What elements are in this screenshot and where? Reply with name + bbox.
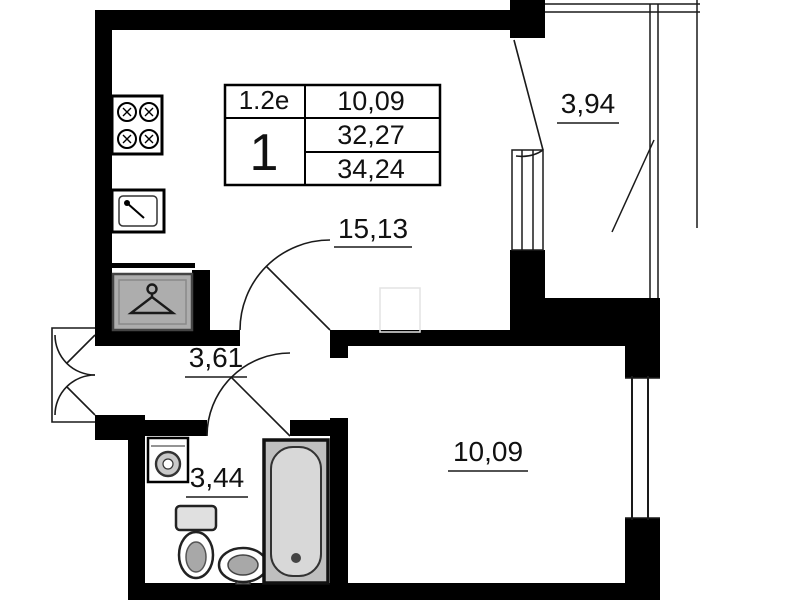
- bathtub-icon: [262, 438, 330, 585]
- entrance-door-leaf: [66, 334, 96, 364]
- hanger-glyph: [127, 283, 177, 315]
- wall-wardrobe-top: [95, 263, 195, 268]
- wall-bathroom-left: [128, 418, 145, 583]
- wall-bedroom-upper: [330, 330, 348, 358]
- wall-bottom: [128, 583, 660, 600]
- balcony-window-frame: [511, 149, 544, 251]
- bathroom-area-label: 3,44: [190, 462, 245, 493]
- flat-type-label: 1.2е: [239, 85, 290, 115]
- wardrobe-frame: [118, 279, 187, 325]
- stove-icon: [110, 94, 164, 156]
- balcony-area-label: 3,94: [561, 88, 616, 119]
- wall-left: [95, 10, 112, 335]
- balcony-door-leaf: [513, 39, 544, 151]
- sink-basin: [118, 195, 158, 227]
- wall-mid-left: [95, 330, 240, 346]
- rooms-count-value: 1: [250, 124, 279, 182]
- wardrobe-body: [111, 272, 194, 332]
- windows: [511, 0, 700, 520]
- room-area-value: 10,09: [337, 86, 405, 116]
- balcony-door-swing: [515, 149, 544, 158]
- washer-door-glass: [162, 458, 174, 470]
- entrance-door-leaf: [66, 386, 96, 416]
- entrance-frame: [51, 327, 95, 423]
- living-kitchen-area-label: 15,13: [338, 213, 408, 244]
- basin-bowl-inner: [227, 554, 259, 576]
- bathroom-door-leaf: [230, 376, 291, 437]
- wardrobe-hanger-icon: [111, 272, 194, 332]
- balcony-casement-swing: [611, 139, 655, 233]
- washbasin-icon: [217, 546, 269, 585]
- wall-mid-right: [330, 330, 520, 346]
- wall-entrance-stub: [95, 415, 145, 440]
- total-area-with-balcony-value: 34,24: [337, 154, 405, 184]
- wall-balcony-jamb-top: [510, 0, 545, 38]
- wall-right-upper: [625, 298, 660, 378]
- title-block-border: [223, 83, 442, 187]
- bedroom-area-label: 10,09: [453, 436, 523, 467]
- toilet-icon: [174, 504, 218, 580]
- toilet-tank: [174, 504, 218, 532]
- wall-top: [95, 10, 520, 30]
- sink-tap-arm: [126, 202, 145, 219]
- title-block: 1.2е 10,09 1 32,27 34,24: [223, 83, 442, 187]
- hallway-area-label: 3,61: [189, 342, 244, 373]
- wall-hall-bath-left: [145, 420, 207, 436]
- living-room-door-leaf: [265, 265, 331, 331]
- total-area-value: 32,27: [337, 120, 405, 150]
- watermark: [379, 287, 421, 333]
- wall-bedroom-lower: [330, 418, 348, 583]
- stove-burners: [117, 102, 159, 149]
- kitchen-sink-icon: [110, 188, 166, 234]
- room-area-labels: 15,13 3,94 3,61 3,44 10,09: [185, 88, 619, 498]
- entrance-door-swing: [54, 334, 96, 376]
- entrance-door-swing: [54, 374, 96, 416]
- washing-machine-icon: [146, 436, 190, 484]
- bathtub-drain: [291, 553, 301, 563]
- walls: [95, 0, 660, 600]
- toilet-bowl-inner: [185, 541, 207, 573]
- wall-wardrobe-stub: [192, 270, 210, 332]
- wall-under-balcony: [545, 298, 625, 346]
- bathtub-inner: [270, 446, 322, 577]
- bedroom-window-gap: [626, 378, 659, 518]
